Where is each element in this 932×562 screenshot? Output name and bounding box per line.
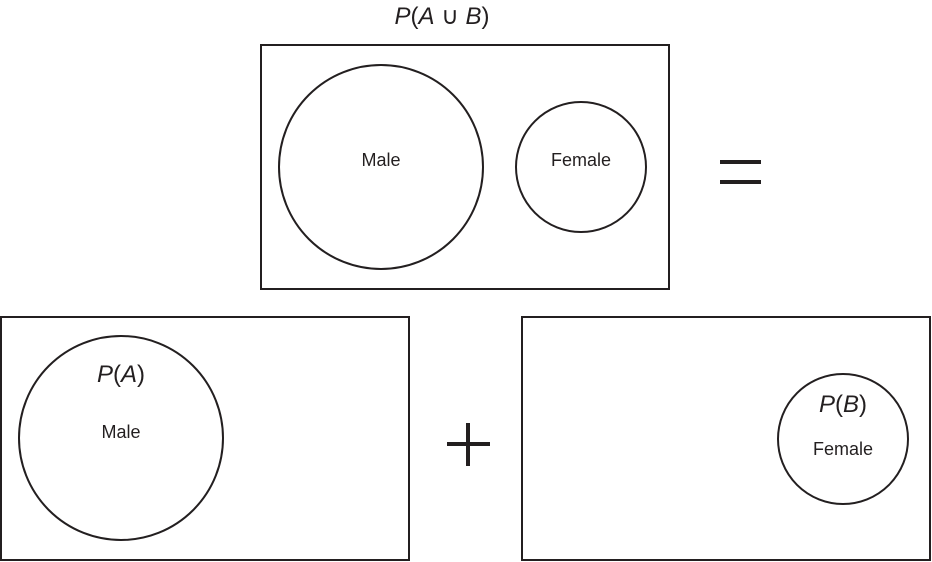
- top-formula-open: (: [411, 3, 419, 30]
- bottom-left-box: [0, 316, 410, 561]
- top-female-circle: [515, 101, 647, 233]
- top-male-circle: [278, 64, 484, 270]
- bottom-female-label: Female: [813, 439, 873, 459]
- top-formula-p: P: [395, 3, 411, 30]
- bottom-left-formula-open: (: [113, 361, 121, 388]
- bottom-right-formula-open: (: [835, 391, 843, 418]
- bottom-right-formula-b: B: [843, 391, 859, 418]
- equals-icon: [720, 160, 761, 184]
- bottom-right-formula-close: ): [859, 391, 867, 418]
- bottom-right-formula-p: P: [819, 391, 835, 418]
- bottom-male-circle: [18, 335, 224, 541]
- bottom-left-formula-a: A: [119, 361, 137, 388]
- plus-icon: [447, 423, 490, 466]
- bottom-left-formula: P(A): [97, 361, 145, 388]
- top-formula-b: B: [465, 3, 481, 30]
- bottom-left-formula-p: P: [97, 361, 113, 388]
- bottom-left-formula-close: ): [137, 361, 145, 388]
- top-female-label: Female: [551, 150, 611, 170]
- bottom-female-circle: [777, 373, 909, 505]
- top-male-label: Male: [361, 150, 400, 170]
- bottom-right-formula: P(B): [819, 391, 867, 418]
- bottom-male-label: Male: [101, 422, 140, 442]
- top-sample-space-box: [260, 44, 670, 290]
- top-formula-union: ∪: [435, 3, 466, 30]
- top-formula-close: ): [481, 3, 489, 30]
- top-formula: P(A ∪ B): [395, 3, 490, 30]
- top-formula-a: A: [417, 3, 435, 30]
- bottom-right-box: [521, 316, 931, 561]
